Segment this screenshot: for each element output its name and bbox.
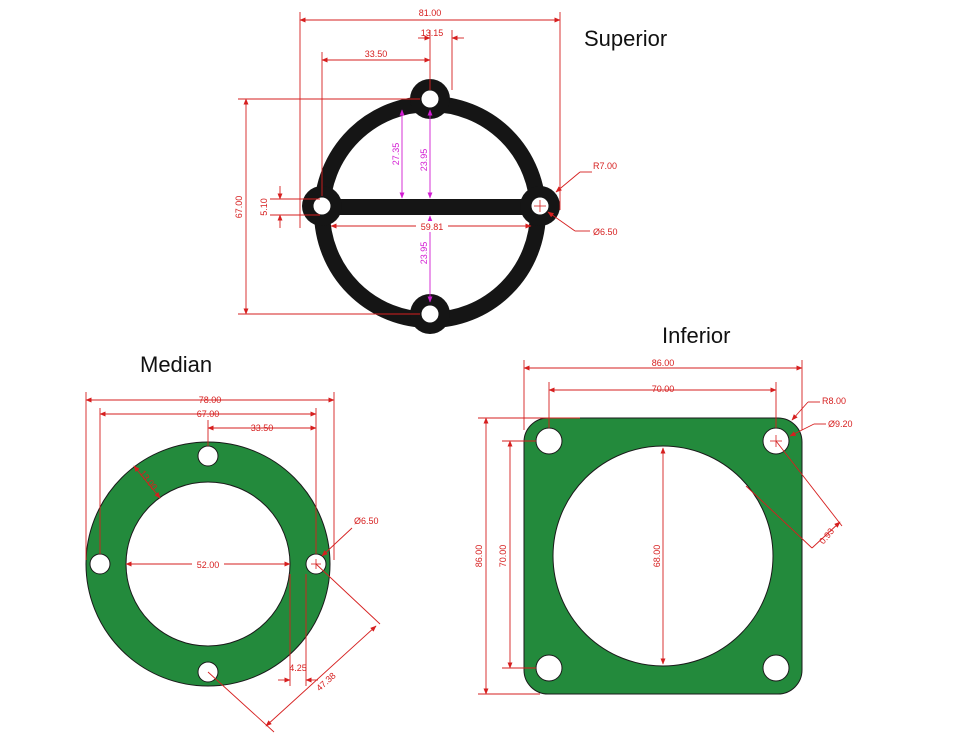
superior-cross-bar: [322, 199, 540, 215]
inferior-dim-bore-diameter: 68.00: [652, 545, 662, 568]
superior-view: Superior: [234, 8, 667, 334]
inferior-view: Inferior: [474, 323, 853, 695]
inferior-dim-diagonal-offset: 0.93: [817, 526, 836, 546]
inferior-bottom-right-hole: [762, 654, 790, 682]
inferior-dim-overall-width: 86.00: [652, 358, 675, 368]
inferior-title: Inferior: [662, 323, 730, 348]
superior-left-hole: [312, 196, 332, 216]
inferior-top-left-hole: [535, 427, 563, 455]
superior-bottom-hole: [420, 304, 440, 324]
superior-gasket: [302, 79, 560, 334]
superior-dimension-lines: [238, 12, 592, 315]
inferior-dim-corner-radius: R8.00: [822, 396, 846, 406]
median-dim-half-bolt-circle: 33.50: [251, 423, 274, 433]
inferior-dim-overall-height: 86.00: [474, 545, 484, 568]
median-top-hole: [197, 445, 219, 467]
superior-title: Superior: [584, 26, 667, 51]
superior-top-hole: [420, 89, 440, 109]
superior-dim-upper-inner-b: 23.95: [419, 149, 429, 172]
median-dim-outer-diameter: 78.00: [199, 395, 222, 405]
superior-dim-bar-thickness: 5.10: [259, 198, 269, 216]
median-title: Median: [140, 352, 212, 377]
superior-dim-left-to-top: 33.50: [365, 49, 388, 59]
median-dimension-lines: [85, 392, 381, 733]
inferior-dim-hole-spacing-x: 70.00: [652, 384, 675, 394]
median-view: Median: [85, 352, 381, 733]
median-dim-offset-small: 4.25: [289, 663, 307, 673]
inferior-dimension-lines: [478, 360, 843, 695]
median-dim-inner-diameter: 52.00: [197, 560, 220, 570]
superior-dim-overall-width: 81.00: [419, 8, 442, 18]
superior-dim-hole-diameter: Ø6.50: [593, 227, 618, 237]
superior-dim-overall-height: 67.00: [234, 196, 244, 219]
superior-dim-lower-inner: 23.95: [419, 242, 429, 265]
median-dim-hole-diameter: Ø6.50: [354, 516, 379, 526]
superior-dim-bar-length: 59.81: [421, 222, 444, 232]
superior-dim-upper-inner-a: 27.35: [391, 143, 401, 166]
inferior-bottom-left-hole: [535, 654, 563, 682]
superior-dim-top-hole-offset: 13.15: [421, 28, 444, 38]
median-left-hole: [89, 553, 111, 575]
inferior-dim-hole-diameter: Ø9.20: [828, 419, 853, 429]
median-dim-bolt-circle: 67.00: [197, 409, 220, 419]
superior-dim-corner-radius: R7.00: [593, 161, 617, 171]
median-dim-diagonal: 47.38: [314, 671, 337, 694]
inferior-dim-hole-spacing-y: 70.00: [498, 545, 508, 568]
